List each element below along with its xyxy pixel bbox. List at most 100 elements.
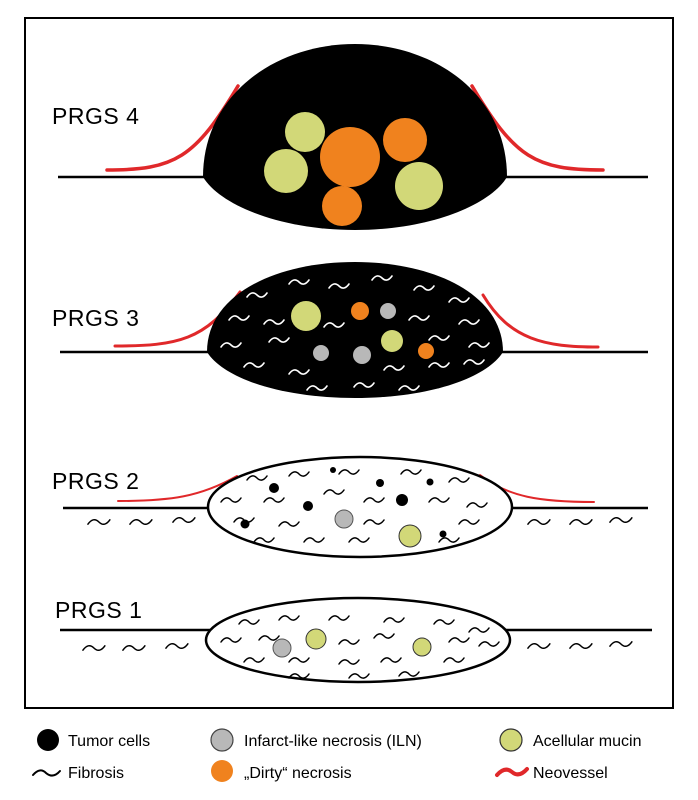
prgs-3-neovessel-right [481, 293, 600, 349]
tumor-cell [439, 530, 447, 538]
fibrosis-strand [466, 502, 488, 508]
dirty-necrosis-focus [322, 186, 362, 226]
fibrosis-strand [413, 285, 435, 291]
infarct-like-necrosis-focus [353, 346, 371, 364]
tumor-cells-swatch [37, 729, 59, 751]
fibrosis-strand [82, 644, 106, 652]
fibrosis-strand [458, 519, 480, 525]
fibrosis-strand [122, 644, 146, 652]
tumor-cell [376, 479, 384, 487]
fibrosis-strand [383, 365, 405, 371]
fibrosis-strand [468, 342, 490, 348]
fibrosis-strand [288, 673, 310, 679]
fibrosis-strand [258, 635, 280, 641]
fibrosis-strand [380, 657, 402, 663]
prgs-2-lesion [206, 455, 514, 559]
prgs-1-panel: PRGS 1 [55, 596, 652, 684]
neovessel-swatch [495, 767, 529, 777]
fibrosis-strand [243, 362, 265, 368]
tumor-cell [303, 501, 313, 511]
fibrosis-strand [433, 619, 455, 625]
legend-acellular-mucin: Acellular mucin [533, 733, 641, 750]
fibrosis-strand [288, 279, 310, 285]
fibrosis-strand [468, 627, 490, 633]
fibrosis-strand [609, 516, 633, 524]
legend-tumor-cells: Tumor cells [68, 733, 150, 750]
fibrosis-strand [243, 657, 265, 663]
fibrosis-strand [288, 471, 310, 477]
fibrosis-strand [263, 319, 285, 325]
prgs-2-panel: PRGS 2 [52, 455, 648, 559]
fibrosis-strand [348, 537, 370, 543]
fibrosis-strand [338, 469, 360, 475]
acellular-mucin-pool [305, 628, 327, 650]
fibrosis-strands [220, 469, 488, 543]
legend-fibrosis: Fibrosis [68, 765, 124, 782]
prgs-3-panel: PRGS 3 [52, 262, 648, 398]
fibrosis-strand [398, 671, 420, 677]
dirty-necrosis-focus [418, 343, 434, 359]
fibrosis-strand [348, 673, 370, 679]
fibrosis-strand [87, 518, 111, 526]
dirty-necrosis-focus [351, 302, 369, 320]
fibrosis-strand [463, 359, 485, 365]
fibrosis-strand [527, 642, 551, 650]
tumor-cell [396, 494, 408, 506]
legend: Tumor cells Fibrosis Infarct-like necros… [32, 728, 641, 782]
fibrosis-strand [353, 382, 375, 388]
fibrosis-strand [448, 297, 470, 303]
fibrosis-strand [569, 518, 593, 526]
fibrosis-strand [408, 315, 430, 321]
fibrosis-strand [373, 633, 395, 639]
fibrosis-strand [527, 518, 551, 526]
fibrosis-strand [443, 657, 465, 663]
prgs-1-lesion [204, 596, 512, 684]
fibrosis-strand [428, 362, 450, 368]
tumor-cell [330, 467, 336, 473]
dirty-necrosis-focus [320, 127, 380, 187]
fibrosis-strand [609, 640, 633, 648]
fibrosis-strand [363, 497, 385, 503]
prgs-2-label: PRGS 2 [52, 468, 139, 494]
fibrosis-strand [323, 322, 345, 328]
fibrosis-strand [306, 385, 328, 391]
infarct-like-necrosis-focus [334, 509, 354, 529]
fibrosis-strand [448, 637, 470, 643]
fibrosis-strand [246, 475, 268, 481]
fibrosis-strand [398, 385, 420, 391]
acellular-mucin-pool [395, 162, 443, 210]
infarct-like-necrosis-swatch [210, 728, 234, 752]
fibrosis-strand [220, 342, 242, 348]
infarct-like-necrosis-focus [272, 638, 292, 658]
tumor-cell [269, 483, 279, 493]
fibrosis-strand [328, 615, 350, 621]
fibrosis-strand [323, 489, 345, 495]
tumor-cell [426, 478, 434, 486]
fibrosis-strand [458, 319, 480, 325]
fibrosis-swatch [32, 769, 61, 777]
fibrosis-strand [478, 641, 500, 647]
fibrosis-strand [303, 537, 325, 543]
fibrosis-strand [268, 337, 290, 343]
dirty-necrosis-focus [383, 118, 427, 162]
prgs-1-label: PRGS 1 [55, 597, 142, 623]
fibrosis-strand [338, 659, 360, 665]
fibrosis-strand [263, 497, 285, 503]
fibrosis-strand [246, 292, 268, 298]
fibrosis-strand [338, 639, 360, 645]
acellular-mucin-pool [264, 149, 308, 193]
acellular-mucin-pool [412, 637, 432, 657]
fibrosis-strands [87, 516, 633, 526]
fibrosis-strand [172, 516, 196, 524]
acellular-mucin-swatch [499, 728, 523, 752]
fibrosis-strand [371, 275, 393, 281]
fibrosis-strand [288, 657, 310, 663]
fibrosis-strand [253, 537, 275, 543]
legend-dirty-necrosis: „Dirty“ necrosis [244, 765, 352, 782]
fibrosis-strand [438, 537, 460, 543]
prgs-3-label: PRGS 3 [52, 305, 139, 331]
fibrosis-strand [448, 477, 470, 483]
acellular-mucin-pool [381, 330, 403, 352]
fibrosis-strand [165, 642, 189, 650]
legend-neovessel: Neovessel [533, 765, 608, 782]
